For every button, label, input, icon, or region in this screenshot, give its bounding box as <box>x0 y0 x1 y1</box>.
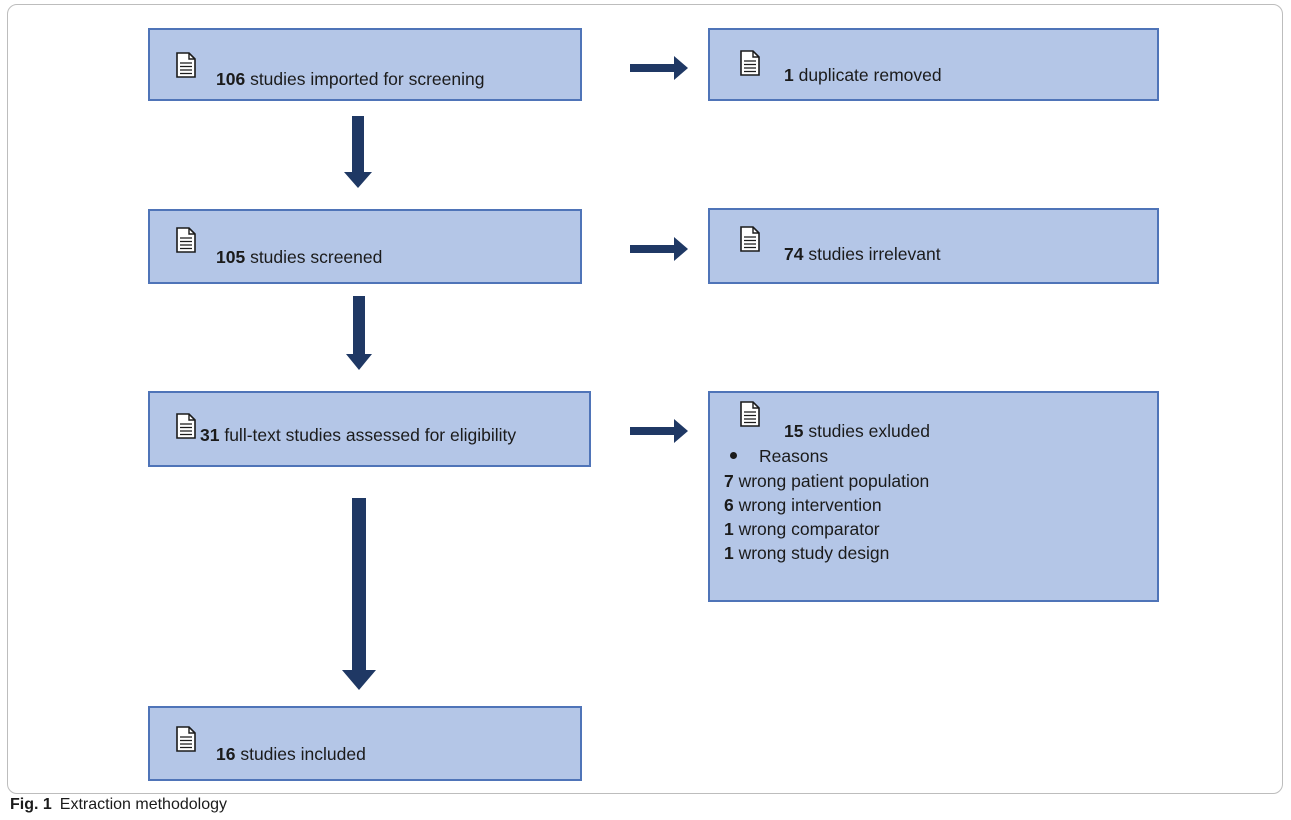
reasons-heading: Reasons <box>730 446 828 467</box>
caption-text: Extraction methodology <box>59 796 227 813</box>
reasons-heading-label: Reasons <box>759 446 829 466</box>
label: studies exluded <box>803 421 930 441</box>
reason-item: 7 wrong patient population <box>724 471 929 492</box>
bullet-icon <box>730 451 737 459</box>
document-icon <box>176 726 196 752</box>
arrow-right-icon <box>630 237 688 261</box>
box-imported-text: 106 studies imported for screening <box>216 69 485 90</box>
label: full-text studies assessed for eligibili… <box>219 425 517 445</box>
count: 7 <box>724 471 734 491</box>
arrow-down-icon <box>344 116 372 188</box>
box-assessed: 31 full-text studies assessed for eligib… <box>148 391 591 467</box>
count: 31 <box>200 425 220 445</box>
arrow-down-icon <box>342 498 376 690</box>
box-screened: 105 studies screened <box>148 209 582 284</box>
label: wrong patient population <box>733 471 930 491</box>
count: 106 <box>216 69 246 89</box>
document-icon <box>740 401 760 427</box>
label: studies imported for screening <box>245 69 485 89</box>
box-included-text: 16 studies included <box>216 744 366 765</box>
document-icon <box>176 52 196 78</box>
box-screened-text: 105 studies screened <box>216 247 382 268</box>
box-duplicate: 1 duplicate removed <box>708 28 1159 101</box>
count: 74 <box>784 244 804 264</box>
figure-frame <box>7 4 1283 794</box>
label: wrong study design <box>733 543 890 563</box>
box-excluded: 15 studies exluded Reasons 7 wrong patie… <box>708 391 1159 602</box>
arrow-down-icon <box>346 296 372 370</box>
box-included: 16 studies included <box>148 706 582 781</box>
caption-label: Fig. 1 <box>10 796 52 813</box>
label: studies irrelevant <box>803 244 941 264</box>
reason-item: 1 wrong comparator <box>724 519 880 540</box>
box-assessed-text: 31 full-text studies assessed for eligib… <box>200 425 516 446</box>
count: 1 <box>724 519 734 539</box>
box-irrelevant: 74 studies irrelevant <box>708 208 1159 284</box>
document-icon <box>740 226 760 252</box>
count: 1 <box>724 543 734 563</box>
count: 1 <box>784 65 794 85</box>
arrow-right-icon <box>630 419 688 443</box>
figure-caption: Fig. 1 Extraction methodology <box>10 796 227 814</box>
label: wrong comparator <box>733 519 880 539</box>
box-imported: 106 studies imported for screening <box>148 28 582 101</box>
box-duplicate-text: 1 duplicate removed <box>784 65 942 86</box>
reason-item: 1 wrong study design <box>724 543 889 564</box>
label: studies screened <box>245 247 383 267</box>
box-irrelevant-text: 74 studies irrelevant <box>784 244 941 265</box>
count: 15 <box>784 421 804 441</box>
arrow-right-icon <box>630 56 688 80</box>
label: duplicate removed <box>793 65 942 85</box>
count: 105 <box>216 247 246 267</box>
reason-item: 6 wrong intervention <box>724 495 882 516</box>
count: 6 <box>724 495 734 515</box>
label: wrong intervention <box>733 495 882 515</box>
document-icon <box>176 413 196 439</box>
label: studies included <box>235 744 366 764</box>
document-icon <box>176 227 196 253</box>
document-icon <box>740 50 760 76</box>
box-excluded-text: 15 studies exluded <box>784 421 930 442</box>
count: 16 <box>216 744 236 764</box>
